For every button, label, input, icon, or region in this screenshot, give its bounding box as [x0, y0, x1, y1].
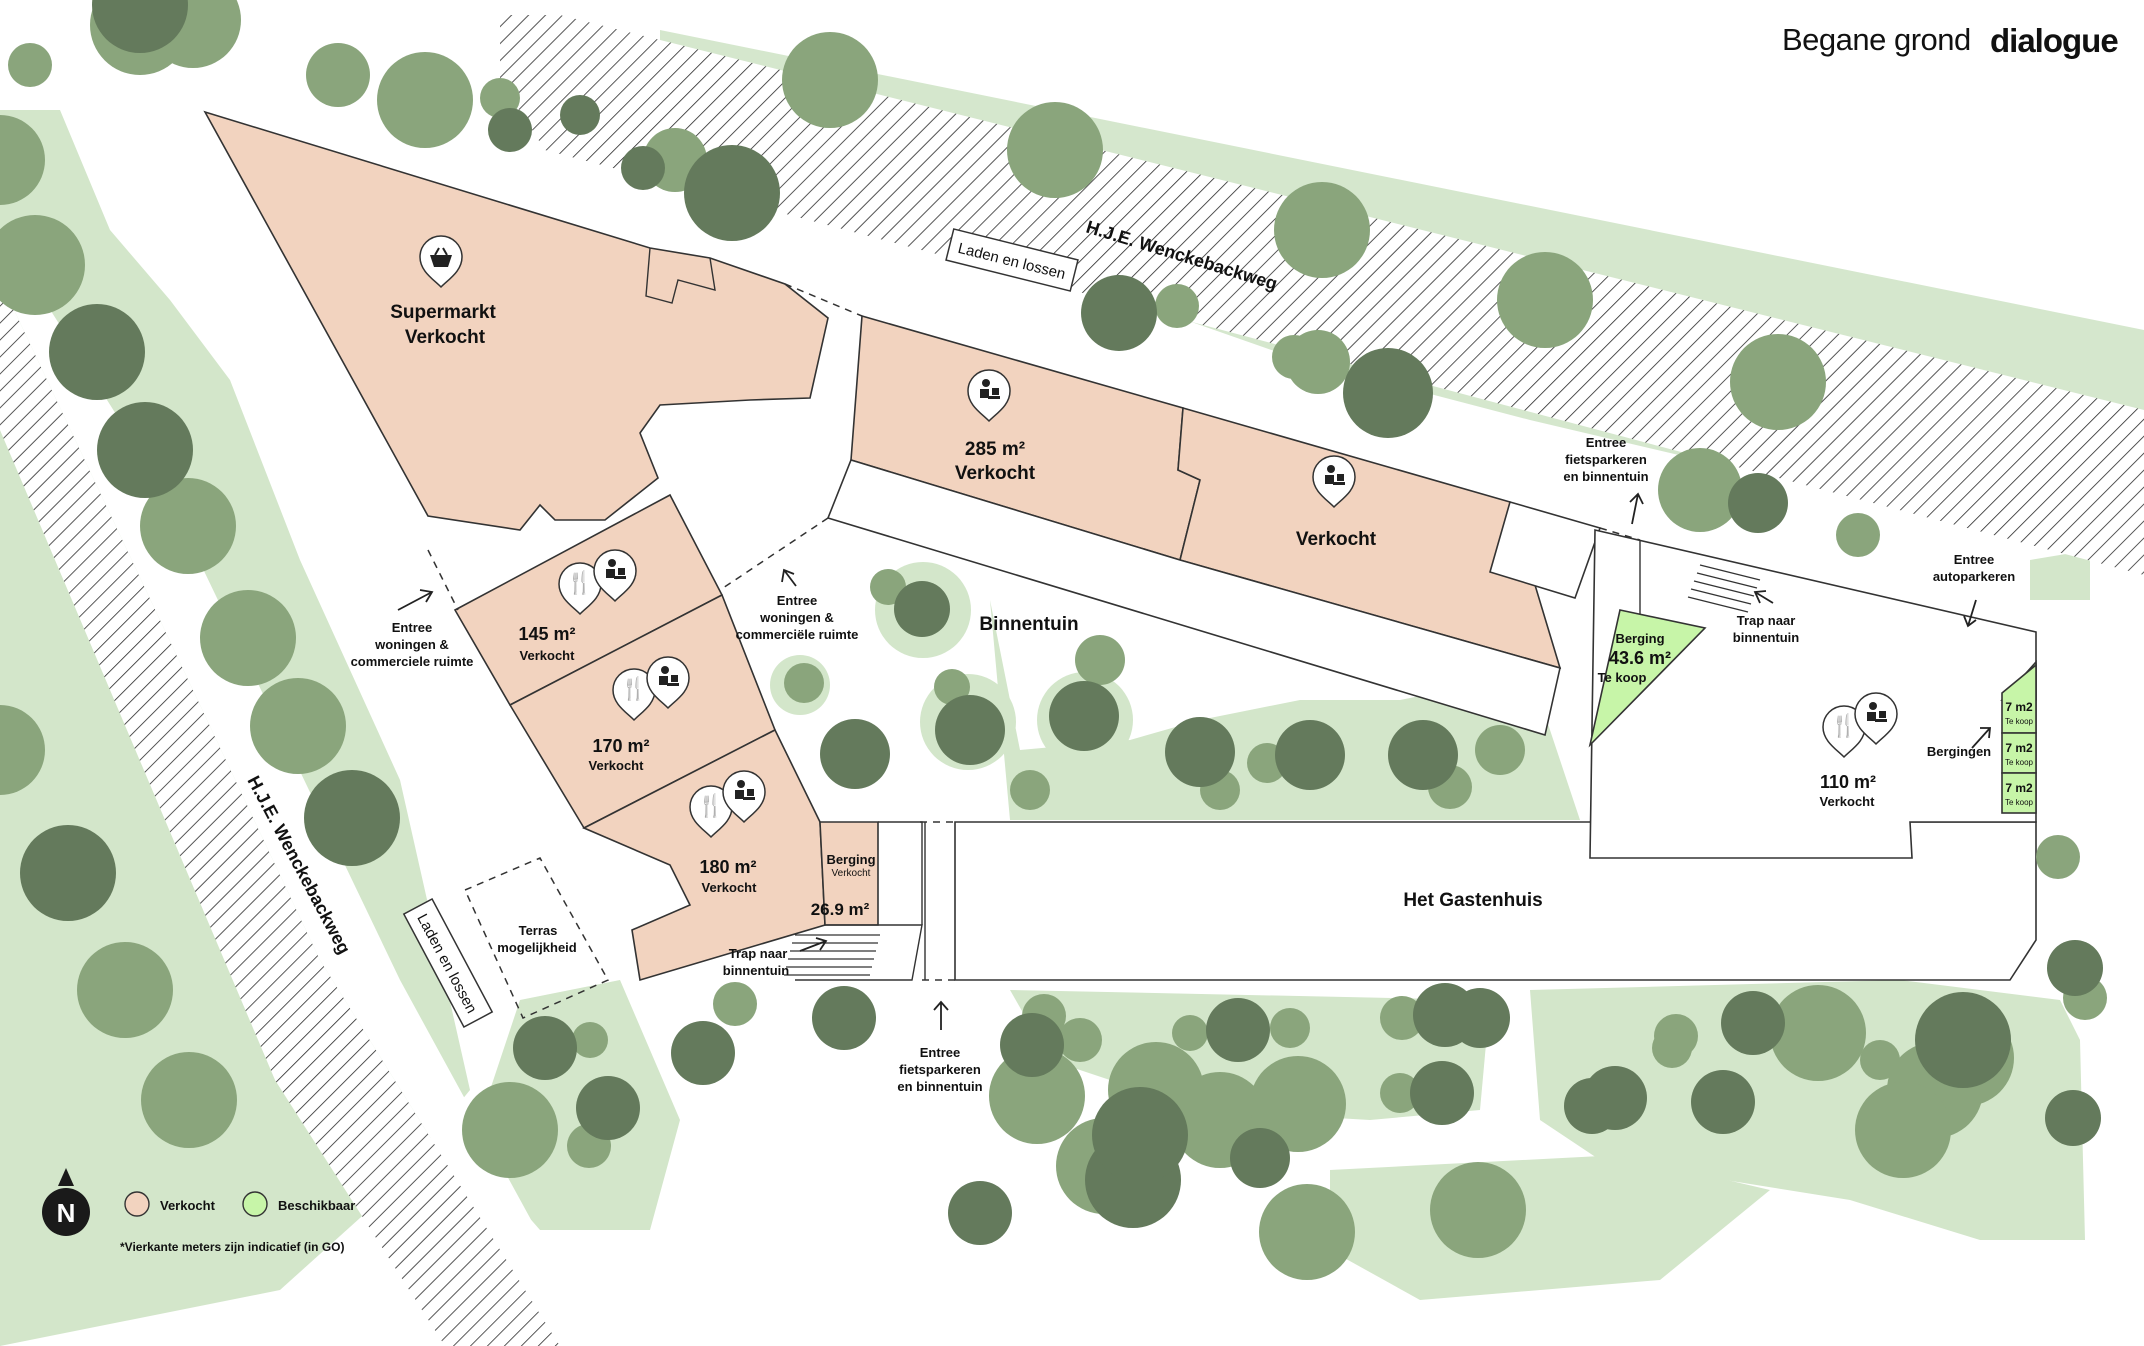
entree-bike-south-1: Entree: [920, 1045, 960, 1060]
courtyard-label: Binnentuin: [979, 614, 1078, 635]
entree-car-2: autoparkeren: [1933, 569, 2015, 584]
entree-car-1: Entree: [1954, 552, 1994, 567]
stair-east-1: Trap naar: [1737, 613, 1796, 628]
legend: N Verkocht Beschikbaar *Vierkante meters…: [42, 1168, 355, 1254]
legend-sold-swatch: [124, 1191, 150, 1217]
entree-mid-1: Entree: [777, 593, 817, 608]
building-outlines: [826, 459, 2037, 981]
entree-west-2: woningen &: [374, 637, 449, 652]
stair-east-2: binnentuin: [1733, 630, 1799, 645]
entree-mid-2: woningen &: [759, 610, 834, 625]
arrows: [397, 492, 1991, 1030]
desk-worker-icon: [735, 780, 755, 800]
entree-bike-south-2: fietsparkeren: [899, 1062, 981, 1077]
desk-worker-icon: [659, 666, 679, 686]
storage-2-status: Te koop: [2005, 758, 2034, 767]
cutlery-icon: 🍴: [1830, 713, 1857, 739]
unit-180-status: Verkocht: [702, 880, 758, 895]
entree-bike-north-2: fietsparkeren: [1565, 452, 1647, 467]
unit-labels: Supermarkt Verkocht 285 m² Verkocht Verk…: [390, 302, 2033, 919]
stair-west-2: binnentuin: [723, 963, 789, 978]
legend-sold-label: Verkocht: [160, 1198, 216, 1213]
storage-1-area: 7 m2: [2005, 700, 2033, 714]
stairs: [784, 564, 1761, 976]
legend-footnote: *Vierkante meters zijn indicatief (in GO…: [120, 1240, 345, 1254]
building-courtyard-wing: [826, 459, 1561, 737]
dashed-boundaries: [427, 283, 1641, 1019]
stair-west-1: Trap naar: [729, 946, 788, 961]
desk-worker-icon: [1867, 702, 1887, 722]
entree-west-3: commerciele ruimte: [351, 654, 474, 669]
annotations: Entree woningen & commerciele ruimte Ent…: [351, 435, 2016, 1094]
berging-small-status: Verkocht: [832, 868, 871, 879]
unit-berging-green: [1588, 609, 1707, 748]
page-title: Begane grond: [1782, 22, 1971, 57]
unit-145-status: Verkocht: [520, 648, 576, 663]
berging-green-status: Te koop: [1598, 670, 1647, 685]
unit-170-status: Verkocht: [589, 758, 645, 773]
storage-3-area: 7 m2: [2005, 781, 2033, 795]
supermarket-status: Verkocht: [405, 327, 486, 348]
unit-north-b-status: Verkocht: [1296, 529, 1377, 550]
storage-2-area: 7 m2: [2005, 741, 2033, 755]
entree-mid-3: commerciële ruimte: [736, 627, 859, 642]
north-label: N: [57, 1198, 76, 1228]
brand-logo: dialogue: [1990, 22, 2119, 59]
supermarket-name: Supermarkt: [390, 302, 496, 323]
terrace-2: mogelijkheid: [497, 940, 577, 955]
cutlery-icon: 🍴: [697, 793, 724, 819]
entree-bike-north-1: Entree: [1586, 435, 1626, 450]
legend-available-swatch: [242, 1191, 268, 1217]
terrace-area: [464, 857, 610, 1019]
berging-small-name: Berging: [826, 852, 875, 867]
annex-north-b: [1489, 501, 1602, 599]
unit-110-area: 110 m²: [1820, 772, 1876, 792]
unit-145-area: 145 m²: [518, 624, 575, 644]
storage-1-status: Te koop: [2005, 717, 2034, 726]
cutlery-icon: 🍴: [566, 570, 593, 596]
entree-west-1: Entree: [392, 620, 432, 635]
entree-bike-south-3: en binnentuin: [897, 1079, 982, 1094]
unit-pins: 🍴 🍴 🍴 🍴: [419, 235, 1898, 838]
berging-green-area: 43.6 m²: [1609, 648, 1671, 668]
storage-3-status: Te koop: [2005, 798, 2034, 807]
unit-285-status: Verkocht: [955, 463, 1036, 484]
unit-170-area: 170 m²: [592, 736, 649, 756]
shopping-basket-icon: [430, 247, 452, 267]
unit-285-area: 285 m²: [965, 439, 1025, 460]
desk-worker-icon: [980, 379, 1000, 399]
desk-worker-icon: [606, 559, 626, 579]
street-north: [500, 15, 2144, 575]
legend-available-label: Beschikbaar: [278, 1198, 355, 1213]
unit-supermarket: [203, 110, 829, 531]
unit-110-status: Verkocht: [1820, 794, 1876, 809]
guesthouse-label: Het Gastenhuis: [1403, 890, 1542, 911]
north-arrow-icon: N: [42, 1168, 90, 1236]
terrace-1: Terras: [519, 923, 558, 938]
entree-bike-north-3: en binnentuin: [1563, 469, 1648, 484]
cutlery-icon: 🍴: [620, 676, 647, 702]
trees: [0, 0, 2107, 1280]
unit-180-area: 180 m²: [699, 857, 756, 877]
storage-group-label: Bergingen: [1927, 744, 1991, 759]
berging-green-name: Berging: [1615, 631, 1664, 646]
desk-worker-icon: [1325, 465, 1345, 485]
building-east-block: [1589, 528, 2037, 859]
berging-small-area: 26.9 m²: [811, 900, 870, 919]
